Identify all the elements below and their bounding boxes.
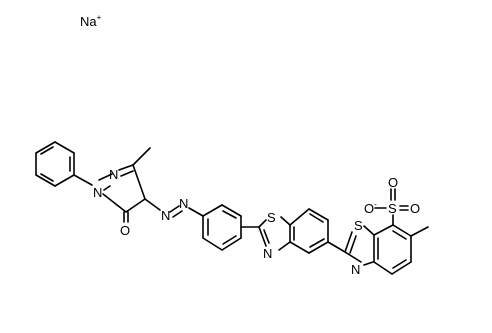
atom-o-carbonyl: O xyxy=(120,223,130,238)
atom-s-benzothiazole-1: S xyxy=(267,210,276,225)
atom-s-benzothiazole-2: S xyxy=(354,218,363,233)
atom-n-pyrazole-2: N xyxy=(109,167,118,182)
pyrazolone-ring xyxy=(98,147,151,223)
benzothiazole-1 xyxy=(258,208,329,254)
atom-n-benzothiazole-1: N xyxy=(263,246,272,261)
atom-n-azo-1: N xyxy=(161,208,170,223)
atom-o-sulfonate-top: O xyxy=(388,175,398,190)
sodium-ion-label: Na+ xyxy=(80,13,102,29)
bond-c4-azo xyxy=(144,198,161,211)
azo-group xyxy=(169,205,204,218)
bond-bt2-methyl xyxy=(410,226,429,237)
atom-o-sulfonate-right: O xyxy=(410,201,420,216)
atom-s-sulfonate: S xyxy=(388,201,397,216)
central-benzene-ring xyxy=(202,204,242,251)
atom-n-pyrazole-1: N xyxy=(93,185,102,200)
atom-o-sulfonate-left: O- xyxy=(364,200,377,216)
benzothiazole-2 xyxy=(344,224,412,275)
atom-n-benzothiazole-2: N xyxy=(351,262,360,277)
phenyl-ring xyxy=(35,141,75,187)
bond-phenyl-n1 xyxy=(73,174,93,186)
sulfonate-group xyxy=(374,188,409,226)
bond-bt1-bt2 xyxy=(327,241,346,253)
atom-n-azo-2: N xyxy=(179,196,188,211)
